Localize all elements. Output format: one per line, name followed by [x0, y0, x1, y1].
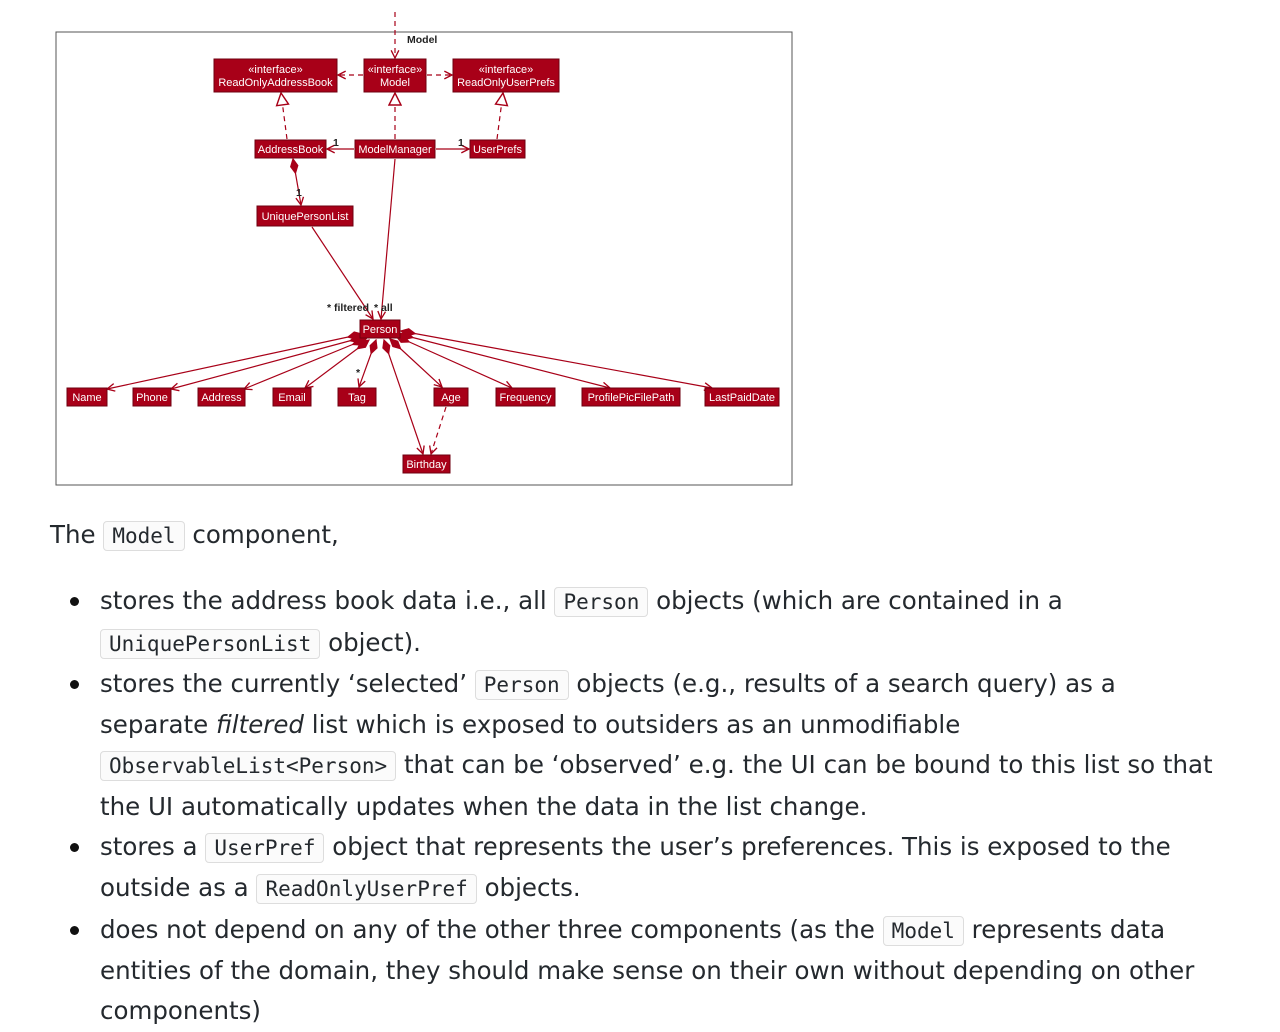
class-node-email: Email: [272, 387, 312, 407]
inline-code: Person: [474, 669, 569, 700]
class-name: Tag: [348, 392, 366, 404]
class-name: ReadOnlyUserPrefs: [457, 77, 555, 89]
class-name: Phone: [136, 392, 168, 404]
multiplicity-label: 1: [296, 187, 302, 199]
inline-code: UniquePersonList: [100, 628, 321, 659]
class-node-frequency: Frequency: [495, 387, 556, 407]
multiplicity-label: * filtered: [327, 302, 369, 314]
class-name: UserPrefs: [473, 144, 522, 156]
list-item: does not depend on any of the other thre…: [70, 910, 1230, 1032]
class-name: ReadOnlyAddressBook: [218, 77, 333, 89]
multiplicity-label: 1: [458, 137, 464, 149]
class-name: LastPaidDate: [709, 392, 775, 404]
inline-code: ReadOnlyUserPref: [256, 874, 477, 905]
class-name: Model: [380, 77, 410, 89]
class-box: [359, 319, 401, 339]
class-node-user-prefs: UserPrefs: [469, 139, 526, 159]
inline-code: ObservableList<Person>: [100, 751, 397, 782]
class-box: [337, 387, 377, 407]
class-box: [213, 58, 338, 93]
class-name: «interface»: [368, 64, 422, 76]
realization-edge-address-book-to-read-only-address-book: [281, 93, 287, 140]
realization-edge-user-prefs-to-read-only-user-prefs: [497, 93, 503, 140]
class-box: [256, 205, 354, 227]
class-name: Address: [201, 392, 242, 404]
association-edge-model-manager-to-person: [381, 158, 396, 319]
intro-paragraph: The Model component,: [50, 520, 339, 551]
class-box: [433, 387, 469, 407]
composition-edge-person-to-last-paid-date: [401, 331, 712, 388]
class-node-phone: Phone: [132, 387, 172, 407]
composition-edge-person-to-birthday: [384, 340, 423, 454]
class-name: AddressBook: [258, 144, 324, 156]
class-box: [452, 58, 560, 93]
class-name: Age: [441, 392, 461, 404]
inline-code: Person: [554, 587, 649, 618]
class-name: «interface»: [248, 64, 302, 76]
association-edge-unique-person-list-to-person: [311, 226, 373, 319]
class-name: ModelManager: [358, 144, 432, 156]
emphasis: filtered: [215, 710, 304, 740]
class-box: [272, 387, 312, 407]
class-node-unique-person-list: UniquePersonList: [256, 205, 354, 227]
class-node-read-only-user-prefs: «interface»ReadOnlyUserPrefs: [452, 58, 560, 93]
class-node-person: Person: [359, 319, 401, 339]
class-box: [354, 139, 436, 159]
multiplicity-label: 1: [333, 137, 339, 149]
class-box: [132, 387, 172, 407]
class-name: Birthday: [406, 459, 447, 471]
inline-code: UserPref: [205, 833, 325, 864]
package-label: Model: [407, 34, 437, 46]
class-node-read-only-address-book: «interface»ReadOnlyAddressBook: [213, 58, 338, 93]
class-node-address: Address: [197, 387, 246, 407]
inline-code: Model: [882, 915, 964, 946]
responsibility-list: stores the address book data i.e., all P…: [50, 581, 1230, 1031]
class-name: ProfilePicFilePath: [588, 392, 675, 404]
class-node-birthday: Birthday: [402, 454, 451, 474]
class-box: [495, 387, 556, 407]
class-name: UniquePersonList: [262, 211, 349, 223]
inline-code: Model: [103, 521, 185, 551]
class-box: [197, 387, 246, 407]
class-name: Name: [72, 392, 101, 404]
package-frame: [55, 31, 793, 486]
model-description: The Model component, stores the address …: [50, 515, 1230, 1032]
class-node-profile-pic-file-path: ProfilePicFilePath: [581, 387, 681, 407]
class-node-last-paid-date: LastPaidDate: [704, 387, 780, 407]
model-class-diagram: Model «interface»ReadOnlyAddressBook«int…: [55, 12, 793, 486]
multiplicity-label: * all: [374, 302, 393, 314]
class-box: [66, 387, 108, 407]
list-item: stores the address book data i.e., all P…: [70, 581, 1230, 664]
class-name: «interface»: [479, 64, 533, 76]
class-box: [254, 139, 327, 159]
list-item: stores a UserPref object that represents…: [70, 827, 1230, 910]
class-box: [704, 387, 780, 407]
multiplicity-label: *: [356, 367, 361, 379]
composition-edge-person-to-tag: [359, 340, 376, 387]
class-box: [469, 139, 526, 159]
class-node-age: Age: [433, 387, 469, 407]
class-box: [363, 58, 427, 93]
class-node-name: Name: [66, 387, 108, 407]
class-name: Email: [278, 392, 306, 404]
class-node-tag: Tag: [337, 387, 377, 407]
class-node-model: «interface»Model: [363, 58, 427, 93]
composition-edge-address-book-to-unique-person-list: [293, 159, 301, 205]
class-name: Frequency: [500, 392, 552, 404]
list-item: stores the currently ‘selected’ Person o…: [70, 664, 1230, 827]
class-name: Person: [363, 324, 398, 336]
class-box: [402, 454, 451, 474]
class-node-model-manager: ModelManager: [354, 139, 436, 159]
class-node-address-book: AddressBook: [254, 139, 327, 159]
class-box: [581, 387, 681, 407]
